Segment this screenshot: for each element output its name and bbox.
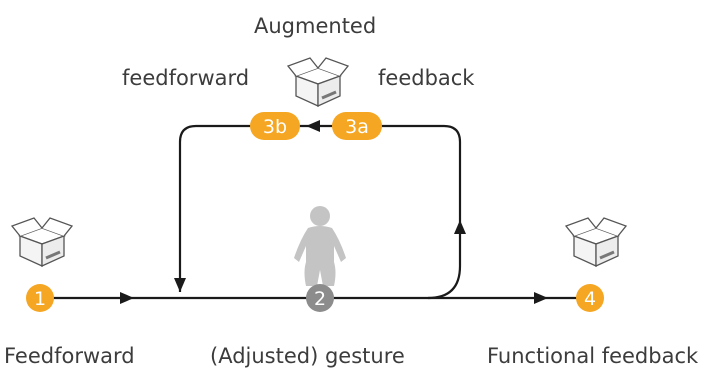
feedback-top-label: feedback xyxy=(378,66,475,90)
arrowhead-left xyxy=(306,120,320,132)
svg-text:3b: 3b xyxy=(263,116,287,138)
arrowhead-4 xyxy=(534,292,548,304)
badge-2: 2 xyxy=(306,284,334,312)
open-box-icon-functional xyxy=(564,216,628,268)
svg-text:4: 4 xyxy=(584,288,596,310)
arrowhead-down xyxy=(174,278,186,292)
arrowhead-up xyxy=(454,220,466,234)
feedback-loop-path xyxy=(178,124,462,300)
open-box-icon-feedforward xyxy=(10,216,74,268)
feedforward-bottom-label: Feedforward xyxy=(4,344,135,368)
feedforward-top-label: feedforward xyxy=(122,66,250,90)
badge-3b: 3b xyxy=(250,112,300,140)
svg-text:3a: 3a xyxy=(345,116,369,138)
augmented-label: Augmented xyxy=(254,14,377,38)
badge-4: 4 xyxy=(576,284,604,312)
functional-feedback-label: Functional feedback xyxy=(487,344,699,368)
badge-3a: 3a xyxy=(332,112,382,140)
svg-text:1: 1 xyxy=(34,288,46,310)
arrowhead-1 xyxy=(120,292,134,304)
badge-1: 1 xyxy=(26,284,54,312)
svg-text:2: 2 xyxy=(314,288,326,310)
person-icon xyxy=(294,206,346,286)
open-box-icon-augmented xyxy=(286,56,350,108)
gesture-label: (Adjusted) gesture xyxy=(210,344,405,368)
